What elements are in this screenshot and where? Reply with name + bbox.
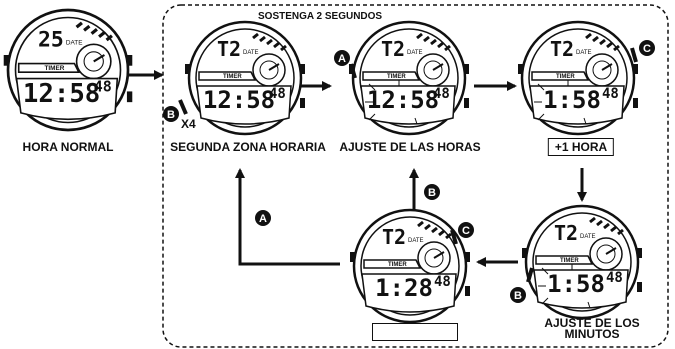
main-time: 12:58	[367, 86, 439, 114]
seconds-display: 48	[269, 86, 286, 102]
empty-label-box	[372, 323, 458, 341]
button-badge-hours: A	[334, 50, 350, 66]
side-button-right	[300, 64, 305, 74]
side-button-right-lower	[633, 98, 638, 108]
side-button-right-lower	[465, 286, 470, 296]
pressed-button-mark	[632, 48, 636, 62]
main-time: 12:58	[203, 86, 275, 114]
button-badge-return-arrow: A	[255, 210, 271, 226]
top-display: 25	[38, 27, 64, 52]
timer-label: TIMER	[388, 262, 407, 268]
label-minute-adjust: AJUSTE DE LOS MINUTOS	[532, 318, 652, 340]
svg-text:C: C	[643, 43, 651, 55]
timer-label: TIMER	[223, 74, 242, 80]
side-button-left	[518, 64, 523, 74]
top-display: T2	[217, 37, 241, 61]
date-label: DATE	[407, 50, 423, 56]
label-second-zone: SEGUNDA ZONA HORARIA	[170, 140, 326, 154]
svg-text:B: B	[428, 187, 436, 199]
side-button-right	[633, 64, 638, 74]
arrow-return-to-zone2	[240, 170, 340, 264]
main-time: 12:58	[23, 79, 100, 109]
repeat-count: X4	[181, 117, 196, 131]
seconds-display: 48	[602, 86, 619, 102]
seconds-display: 48	[433, 86, 450, 102]
top-display: T2	[550, 37, 574, 61]
top-display: T2	[382, 225, 406, 249]
side-button-right	[465, 252, 470, 262]
main-time: 1:28	[375, 274, 433, 302]
side-button-right-lower	[300, 98, 305, 108]
side-button-left	[4, 55, 9, 66]
button-badge-up-arrow: B	[424, 184, 440, 200]
seconds-display: 48	[606, 270, 623, 286]
timer-label: TIMER	[556, 74, 575, 80]
side-button-right	[127, 55, 132, 66]
svg-text:C: C	[462, 225, 470, 237]
date-label: DATE	[576, 50, 592, 56]
label-hour-adjust: AJUSTE DE LAS HORAS	[339, 140, 480, 154]
button-badge-minutes: B	[510, 287, 526, 303]
svg-text:B: B	[167, 109, 175, 121]
side-button-left	[185, 64, 190, 74]
timer-label: TIMER	[387, 74, 406, 80]
top-display: T2	[554, 221, 578, 245]
side-button-right-lower	[637, 282, 642, 292]
pressed-button-mark	[180, 100, 186, 114]
timer-label: TIMER	[44, 65, 64, 72]
side-button-left	[350, 252, 355, 262]
date-label: DATE	[66, 39, 83, 46]
svg-text:A: A	[338, 53, 346, 65]
seconds-display: 48	[434, 274, 451, 290]
button-badge-plus1: C	[639, 40, 655, 56]
top-display: T2	[381, 37, 405, 61]
button-badge-zone2: B	[163, 106, 179, 122]
timer-label: TIMER	[560, 258, 579, 264]
hold-label: SOSTENGA 2 SEGUNDOS	[258, 11, 382, 22]
side-button-right-lower	[127, 91, 132, 102]
side-button-right-lower	[464, 98, 469, 108]
button-badge-minutes_set: C	[458, 222, 474, 238]
main-time: 1:58	[547, 270, 605, 298]
side-button-left	[522, 248, 527, 258]
date-label: DATE	[580, 234, 596, 240]
date-label: DATE	[408, 238, 424, 244]
side-button-right	[464, 64, 469, 74]
svg-text:B: B	[514, 290, 522, 302]
main-time: 1:58	[543, 86, 601, 114]
label-normal-time: HORA NORMAL	[23, 140, 114, 154]
date-label: DATE	[243, 50, 259, 56]
seconds-display: 48	[94, 77, 112, 95]
side-button-right	[637, 248, 642, 258]
svg-text:A: A	[259, 213, 267, 225]
label-plus-one-hour: +1 HORA	[548, 138, 614, 156]
